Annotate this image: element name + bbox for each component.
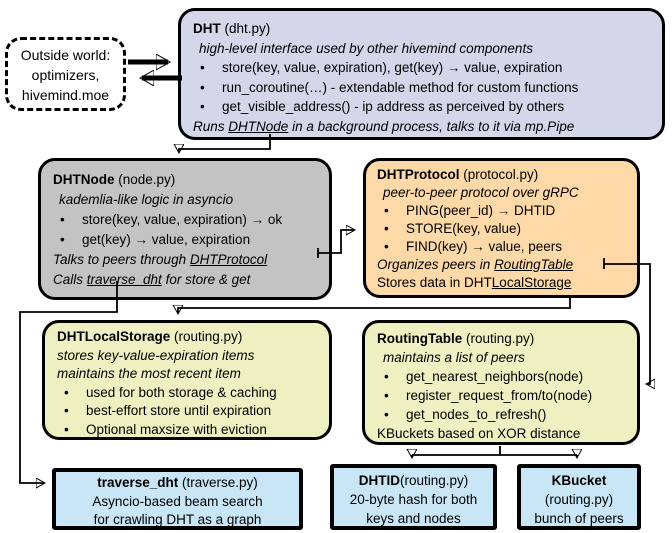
traverse-dht-title-row: traverse_dht (traverse.py) — [56, 474, 299, 493]
dhtprotocol-footer2-prefix: Stores data in DHT — [377, 275, 492, 290]
dhtid-title-row: DHTID(routing.py) — [334, 471, 493, 490]
dhtlocalstorage-title-row: DHTLocalStorage (routing.py) — [57, 328, 321, 347]
dhtnode-footer2-link: traverse_dht — [86, 272, 162, 287]
traverse-dht-box: traverse_dht (traverse.py) Asyncio-based… — [52, 468, 303, 530]
dht-footer: Runs DHTNode in a background process, ta… — [193, 117, 652, 137]
dht-bullet: run_coroutine(…) - extendable method for… — [193, 78, 652, 98]
dhtlocalstorage-bullet: used for both storage & caching — [57, 384, 321, 403]
dhtprotocol-subtitle: peer-to-peer protocol over gRPC — [383, 185, 579, 200]
dhtnode-bullet: get(key) → value, expiration — [53, 230, 319, 250]
outside-world-line: Outside world: — [20, 47, 111, 63]
dhtprotocol-footer2: Stores data in DHTLocalStorage — [377, 274, 629, 292]
dhtprotocol-footer2-link: LocalStorage — [491, 275, 572, 290]
dhtlocalstorage-file: (routing.py) — [170, 329, 243, 344]
dhtprotocol-footer1-prefix: Organizes peers in — [377, 257, 495, 272]
dhtnode-title: DHTNode — [53, 172, 115, 187]
dhtid-title: DHTID — [358, 473, 400, 488]
dhtnode-title-row: DHTNode (node.py) — [53, 170, 319, 190]
routingtable-footer: KBuckets based on XOR distance — [377, 426, 581, 441]
dhtnode-footer1: Talks to peers through DHTProtocol — [53, 250, 319, 270]
routingtable-title: RoutingTable — [377, 331, 463, 346]
dhtprotocol-box: DHTProtocol (protocol.py) peer-to-peer p… — [363, 158, 640, 298]
routingtable-subtitle: maintains a list of peers — [383, 350, 525, 365]
dht-bullet: store(key, value, expiration), get(key) … — [193, 58, 652, 78]
dht-footer-prefix: Runs — [193, 118, 229, 134]
routingtable-file: (routing.py) — [462, 331, 535, 346]
kbucket-lines: bunch of peers — [521, 509, 637, 528]
dht-footer-link: DHTNode — [228, 118, 289, 134]
dhtlocalstorage-subtitle2: maintains the most recent item — [57, 366, 241, 381]
routingtable-title-row: RoutingTable (routing.py) — [377, 329, 629, 348]
dhtnode-bullet: store(key, value, expiration) → ok — [53, 210, 319, 230]
dhtprotocol-bullet: FIND(key) → value, peers — [377, 238, 629, 256]
dhtnode-footer1-link: DHTProtocol — [189, 252, 268, 267]
dhtprotocol-bullet: STORE(key, value) — [377, 220, 629, 238]
dhtnode-footer2-suffix: for store & get — [161, 272, 251, 287]
dht-box: DHT (dht.py) high-level interface used b… — [178, 8, 665, 140]
dht-title-row: DHT (dht.py) — [193, 19, 652, 39]
dht-title: DHT — [193, 21, 221, 36]
dhtlocalstorage-title: DHTLocalStorage — [57, 329, 171, 344]
traverse-dht-line: Asyncio-based beam search — [92, 493, 263, 509]
traverse-dht-file: (traverse.py) — [178, 475, 258, 490]
dht-file: (dht.py) — [220, 21, 271, 36]
dhtnode-bullets: store(key, value, expiration) → okget(ke… — [53, 210, 319, 250]
outside-world-box: Outside world: optimizers, hivemind.moe — [5, 37, 126, 111]
kbucket-file: (routing.py) — [544, 492, 614, 507]
routingtable-bullet: get_nodes_to_refresh() — [377, 405, 629, 424]
dhtnode-footer2: Calls traverse_dht for store & get — [53, 270, 319, 290]
routingtable-bullet: get_nearest_neighbors(node) — [377, 367, 629, 386]
dhtlocalstorage-bullet: best-effort store until expiration — [57, 402, 321, 421]
connector-routingtable-split — [412, 446, 577, 456]
dht-bullets: store(key, value, expiration), get(key) … — [193, 58, 652, 117]
dhtnode-box: DHTNode (node.py) kademlia-like logic in… — [38, 158, 332, 300]
dht-footer-suffix: in a background process, talks to it via… — [288, 118, 575, 134]
dhtprotocol-title: DHTProtocol — [377, 167, 460, 182]
dhtnode-footer2-prefix: Calls — [53, 272, 87, 287]
routingtable-bullets: get_nearest_neighbors(node)register_requ… — [377, 367, 629, 424]
dhtprotocol-footer1: Organizes peers in RoutingTable — [377, 256, 629, 274]
outside-world-line: optimizers, — [31, 67, 100, 83]
dhtid-line: 20-byte hash for both — [349, 492, 478, 507]
dhtprotocol-footer1-link: RoutingTable — [494, 257, 574, 272]
dhtnode-footer1-prefix: Talks to peers through — [53, 252, 190, 267]
traverse-dht-lines: Asyncio-based beam search for crawling DH… — [56, 493, 299, 530]
dhtlocalstorage-box: DHTLocalStorage (routing.py) stores key-… — [42, 320, 332, 440]
routingtable-bullet: register_request_from/to(node) — [377, 386, 629, 405]
dhtnode-subtitle: kademlia-like logic in asyncio — [59, 192, 234, 207]
dht-bullet: get_visible_address() - ip address as pe… — [193, 97, 652, 117]
kbucket-box: KBucket (routing.py) bunch of peers — [517, 464, 641, 530]
dht-subtitle: high-level interface used by other hivem… — [199, 40, 533, 56]
outside-world-line: hivemind.moe — [21, 87, 110, 103]
dhtid-file: (routing.py) — [399, 473, 469, 488]
kbucket-line: bunch of peers — [534, 511, 624, 526]
routingtable-box: RoutingTable (routing.py) maintains a li… — [362, 320, 640, 445]
kbucket-title: KBucket — [551, 473, 607, 488]
dhtlocalstorage-subtitle1: stores key-value-expiration items — [57, 347, 255, 363]
dhtprotocol-bullet: PING(peer_id) → DHTID — [377, 202, 629, 220]
dhtprotocol-file: (protocol.py) — [459, 167, 539, 182]
dhtprotocol-title-row: DHTProtocol (protocol.py) — [377, 166, 629, 184]
traverse-dht-title: traverse_dht — [97, 475, 179, 490]
kbucket-title-row: KBucket — [521, 471, 637, 490]
dhtid-lines: 20-byte hash for both keys and nodes — [334, 490, 493, 528]
dhtid-box: DHTID(routing.py) 20-byte hash for both k… — [330, 464, 497, 530]
dhtlocalstorage-bullet: Optional maxsize with eviction — [57, 421, 321, 440]
traverse-dht-line: for crawling DHT as a graph — [93, 512, 262, 527]
dhtprotocol-bullets: PING(peer_id) → DHTIDSTORE(key, value)FI… — [377, 202, 629, 256]
dhtlocalstorage-bullets: used for both storage & cachingbest-effo… — [57, 384, 321, 440]
dhtnode-file: (node.py) — [114, 172, 176, 187]
dhtid-line: keys and nodes — [366, 511, 461, 526]
